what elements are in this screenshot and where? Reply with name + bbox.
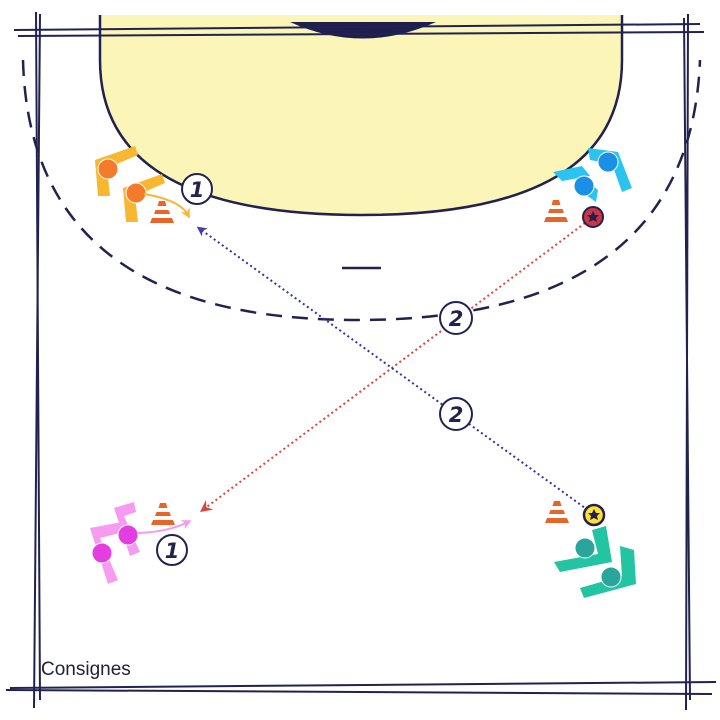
pass-line-red — [200, 216, 594, 513]
caption-consignes: Consignes — [41, 659, 131, 680]
teal-player — [574, 537, 596, 559]
court-outline — [5, 11, 717, 711]
goal-area-line — [98, 15, 624, 217]
step-badge-1-bottom: 1 — [156, 534, 188, 566]
blue-player-group — [553, 148, 632, 202]
orange-player-group — [95, 146, 190, 222]
ball-icon — [582, 503, 606, 527]
pass-line-blue — [196, 226, 593, 514]
pink-player-group — [90, 502, 192, 584]
cone-icon — [545, 501, 569, 523]
step-badge-1-top: 1 — [181, 173, 213, 205]
step-badge-2-red: 2 — [439, 301, 473, 335]
step-label: 2 — [449, 403, 464, 427]
blue-player — [597, 151, 619, 173]
cone-icon — [151, 503, 175, 525]
step-label: 1 — [190, 178, 205, 202]
step-badge-2-blue: 2 — [439, 397, 473, 431]
ball-icon — [582, 206, 604, 228]
orange-player — [97, 158, 119, 180]
run-arrow-orange — [143, 193, 190, 219]
blue-player — [573, 175, 595, 197]
step-label: 2 — [449, 307, 464, 331]
step-label: 1 — [165, 539, 180, 563]
pink-player — [117, 524, 139, 546]
pink-player — [91, 542, 113, 564]
cone-icon — [544, 200, 568, 222]
cone-icon — [150, 201, 174, 223]
teal-player — [600, 566, 622, 588]
goal-area — [100, 15, 622, 215]
run-arrow-pink — [137, 520, 192, 534]
teal-player-group — [554, 526, 636, 598]
orange-player — [125, 182, 147, 204]
